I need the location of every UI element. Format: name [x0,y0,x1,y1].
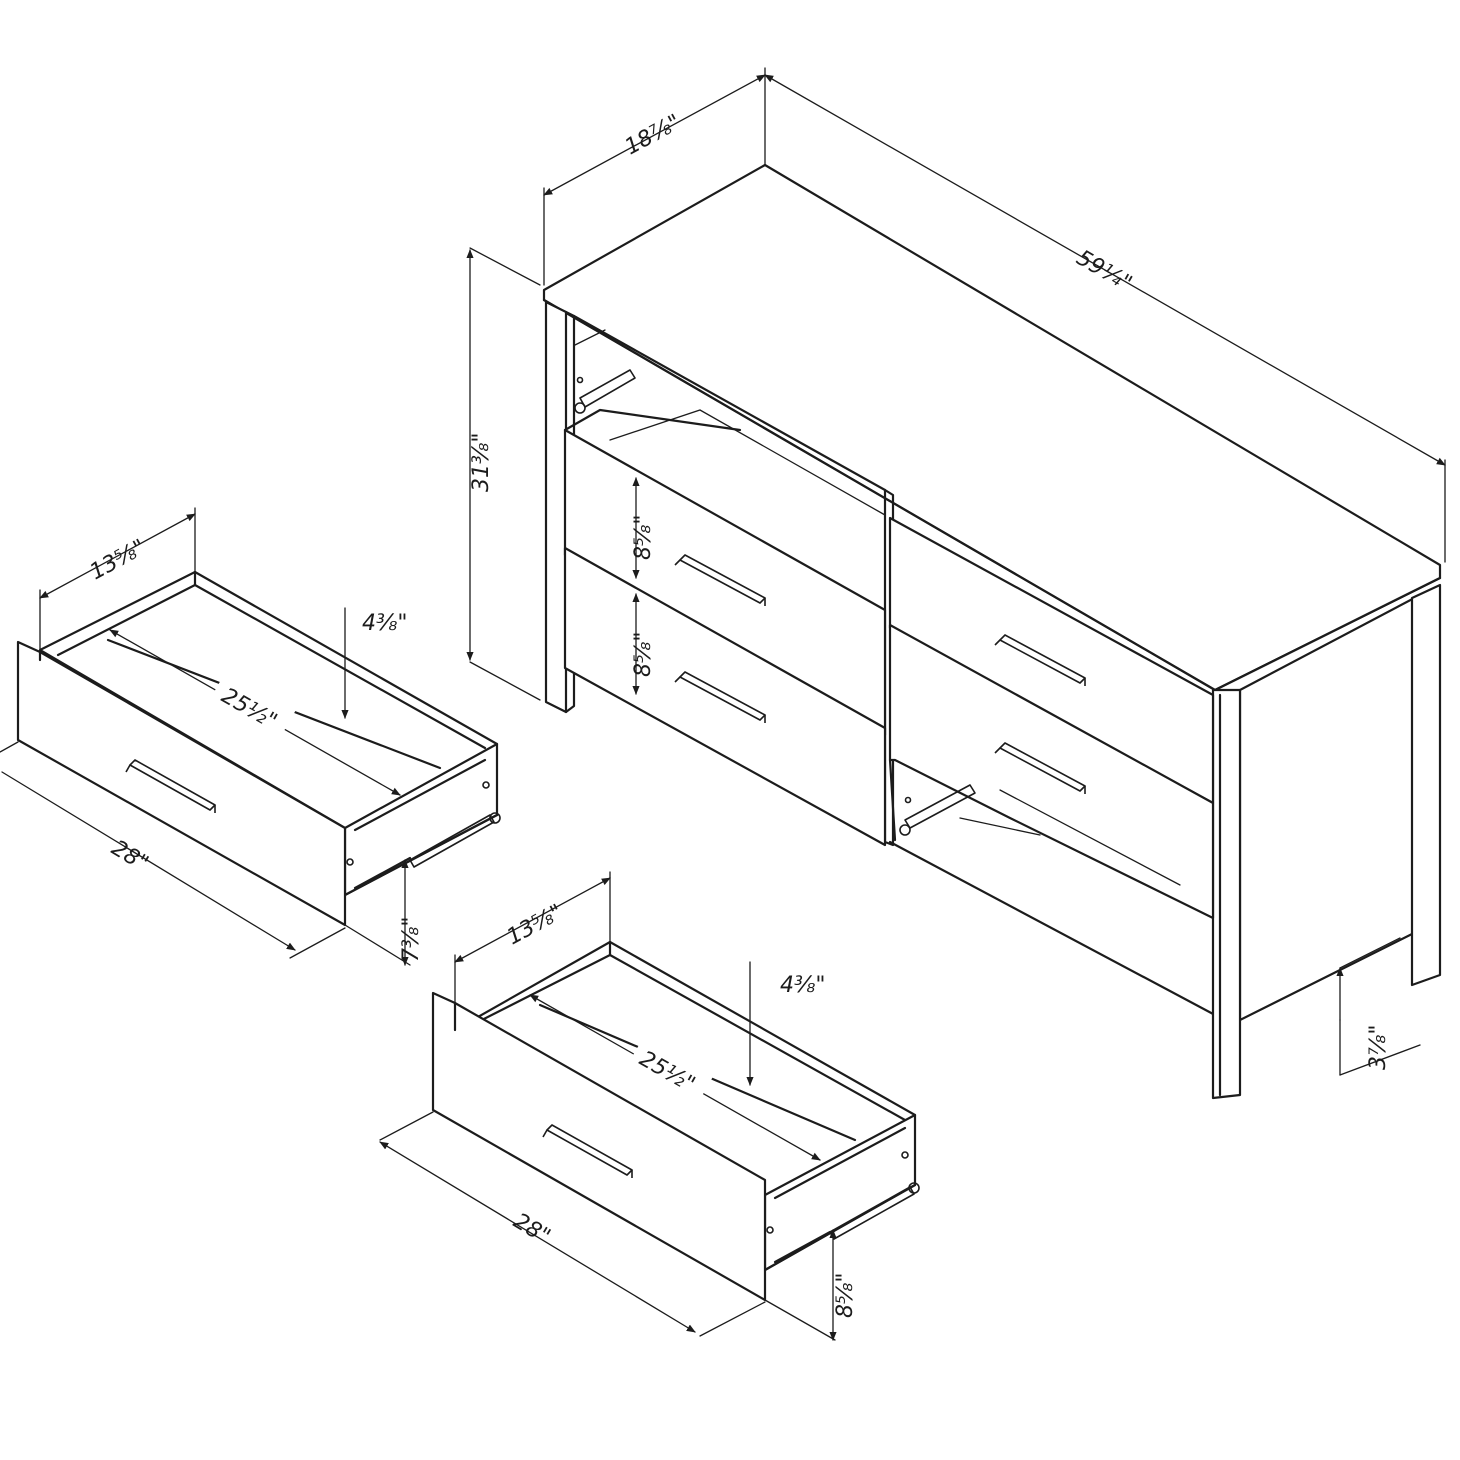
drawer-b-inner-height-label: 4⅜" [780,973,825,998]
dimension-drawer-b-front-height: 8⅝" [764,1229,858,1341]
drawer-a-front-height-label: 7⅜" [399,917,424,962]
dresser-back-right-leg [1410,583,1442,987]
drawer-a-depth-label: 13⅝" [86,535,150,585]
dimension-leg-clearance: 3⅞" [1336,937,1421,1076]
drawer-a: 13⅝" 4⅜" 25½" 28" 7⅜" [0,507,501,966]
dresser-width-label: 59¼" [1072,246,1136,297]
drawer-height-upper-label: 8⅝" [631,515,656,560]
leg-clearance-label: 3⅞" [1366,1025,1391,1070]
drawer-b: 13⅝" 4⅜" 25½" 28" 8⅝" [379,871,920,1341]
drawer-a-inner-height-label: 4⅜" [362,611,407,636]
dresser-front-left-leg [544,300,568,714]
handle-right-bottom [994,742,1086,794]
drawer-height-lower-label: 8⅝" [631,632,656,677]
dimension-dresser-height: 31⅜" [466,247,541,701]
handle-left-bottom [674,671,766,723]
dimension-drawer-height-lower: 8⅝" [631,593,656,695]
dresser-front-right-leg [1211,688,1242,1100]
dimension-drawer-height-upper: 8⅝" [631,477,656,579]
drawer-b-depth-label: 13⅝" [503,900,567,950]
handle-left-top [674,554,766,606]
dresser-drawer-left-bottom [563,546,887,847]
slide-hardware-bottom-right [899,784,976,836]
drawer-a-front-width-label: 28" [107,836,153,877]
dresser-height-label: 31⅜" [469,433,494,492]
handle-right-top [994,634,1086,686]
dimension-drawer-a-front-height: 7⅜" [344,859,424,966]
dresser: 59¼" 18⅞" 31⅜" 8⅝" 8⅝" [466,67,1446,1100]
slide-hardware-top-left [574,369,636,414]
drawer-b-front-height-label: 8⅝" [833,1273,858,1318]
dresser-depth-label: 18⅞" [621,110,685,160]
